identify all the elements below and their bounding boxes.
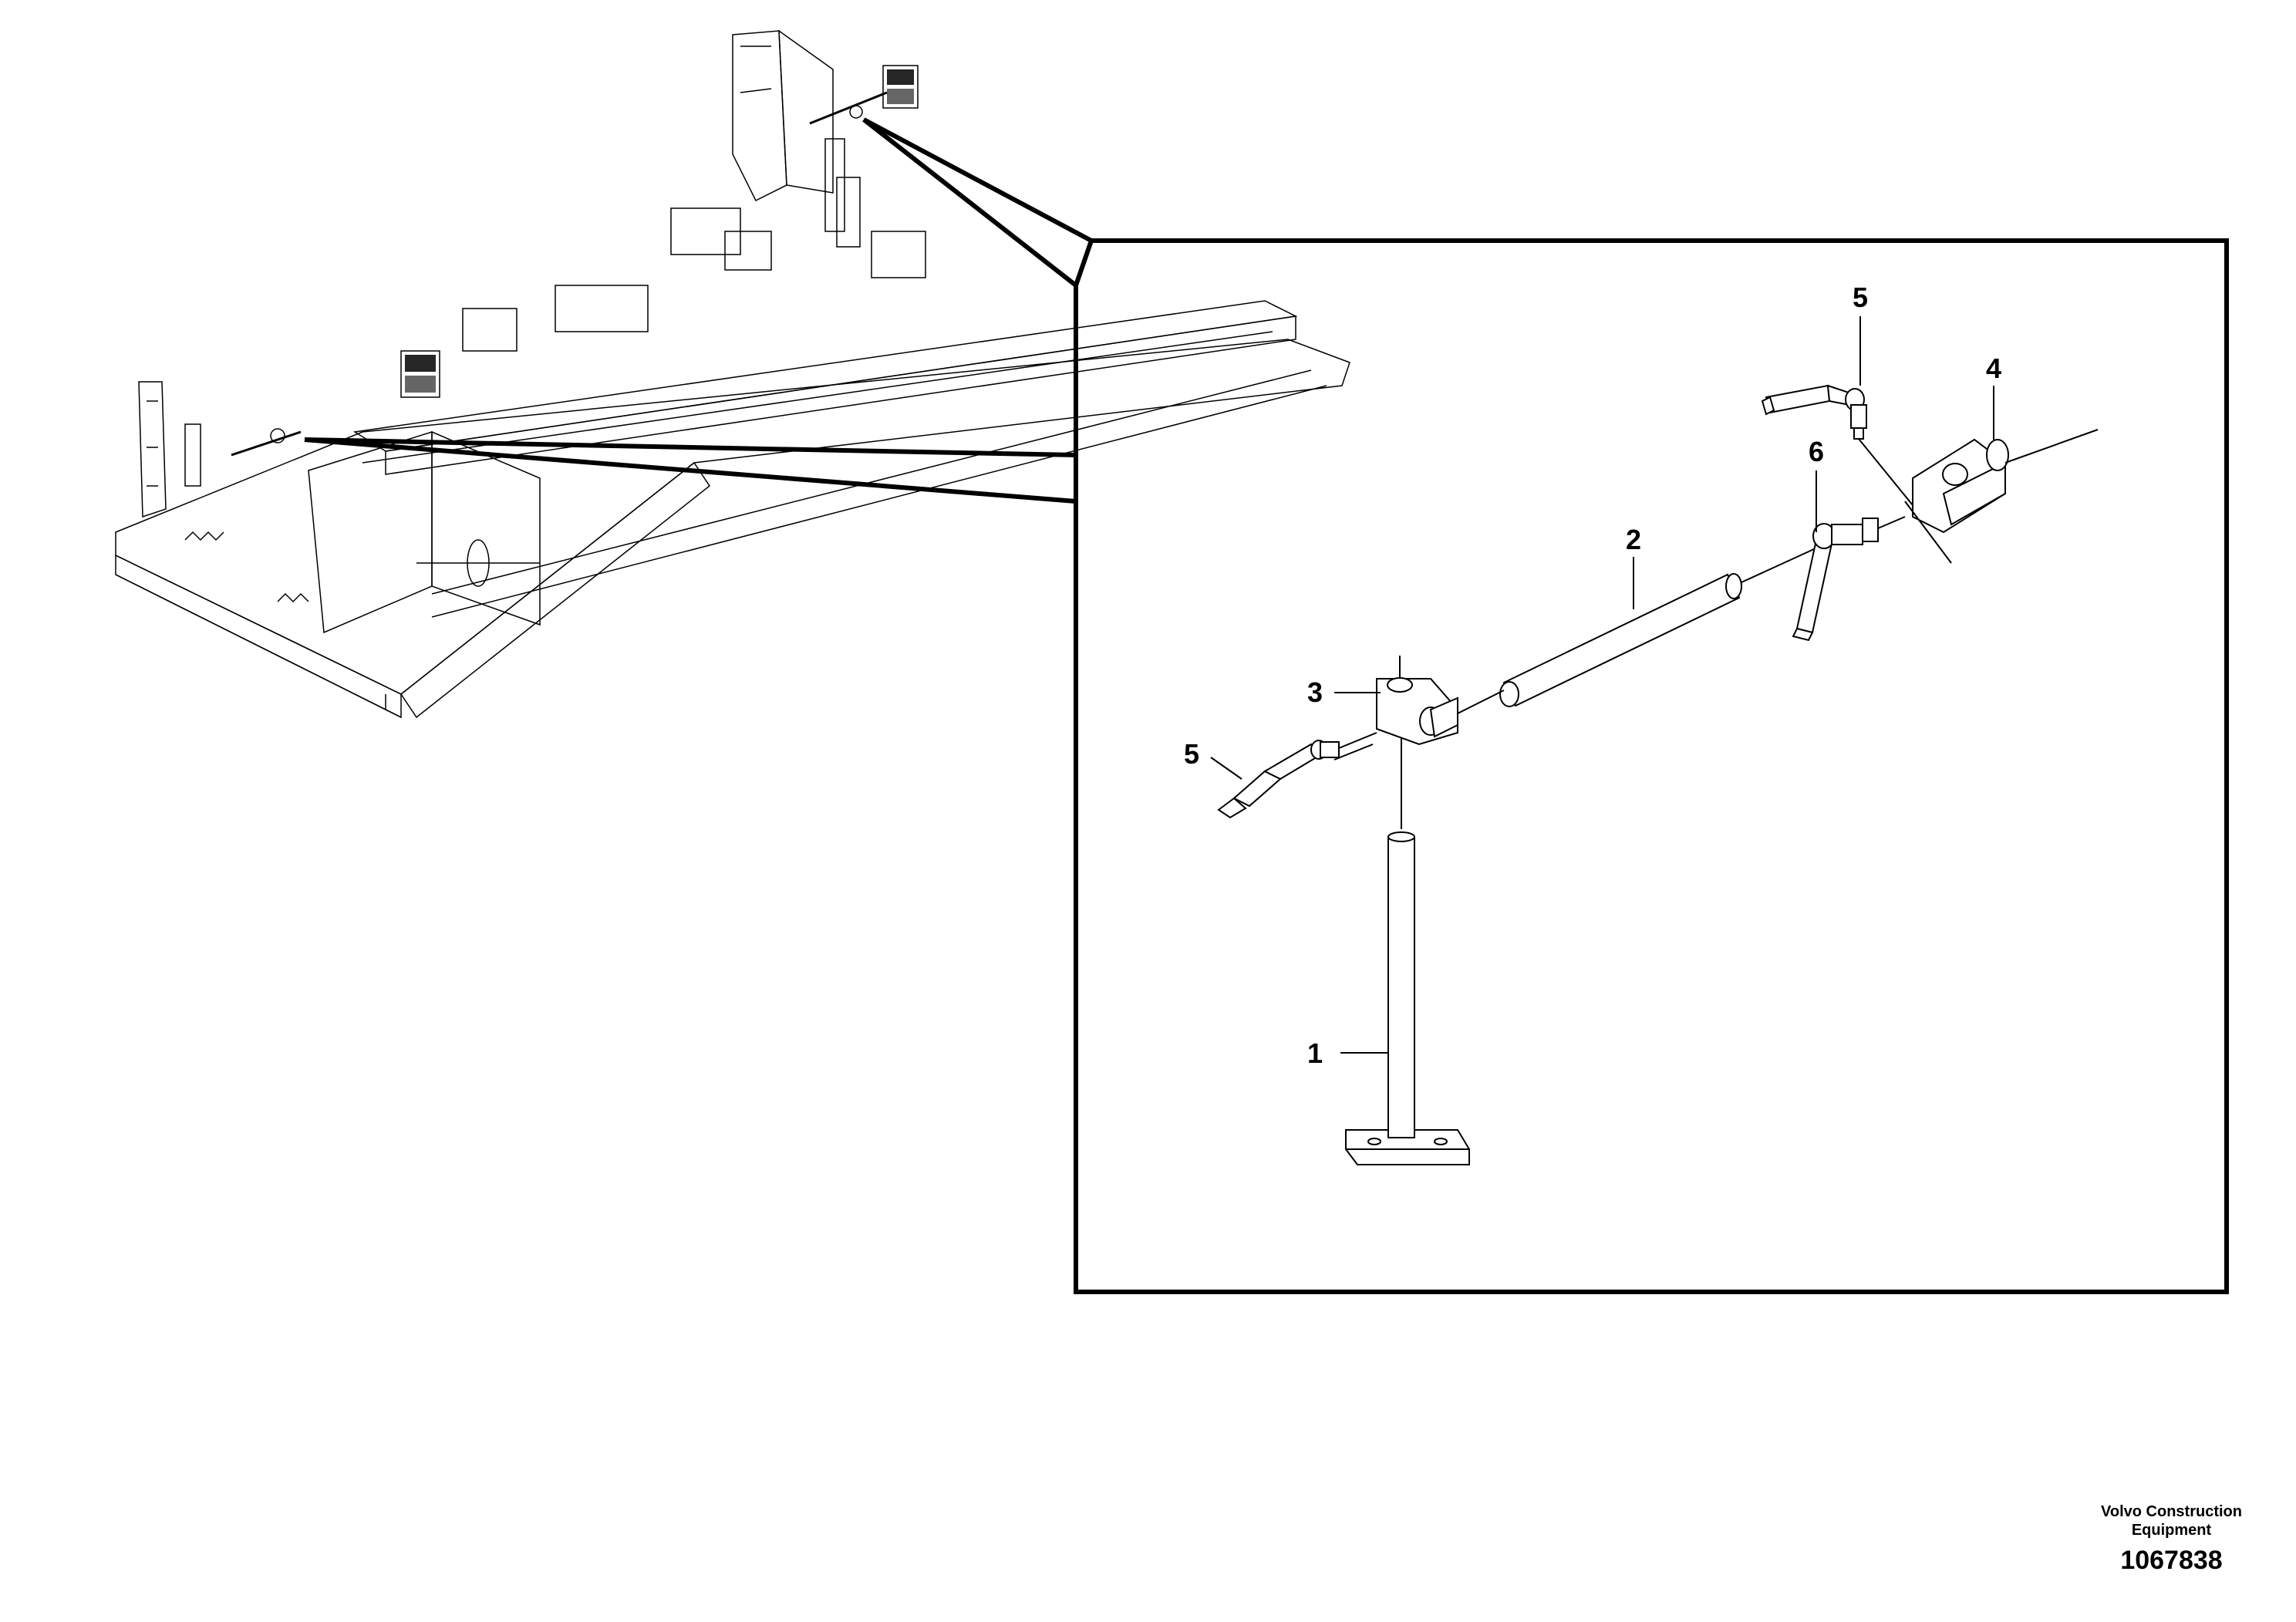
zoom-leaders — [304, 117, 1093, 504]
clamp-block-part — [1333, 656, 1458, 760]
company-name-line2: Equipment — [2131, 1522, 2212, 1539]
machine-overview — [115, 29, 1350, 719]
callout-1: 1 — [1307, 1037, 1323, 1069]
clamp-head-part — [1904, 429, 2099, 564]
callout-5-lower: 5 — [1184, 738, 1199, 770]
company-name-line1: Volvo Construction — [2101, 1503, 2242, 1520]
detail-frame — [1074, 238, 2229, 1294]
footer-credit: Volvo Construction Equipment 1067838 — [2101, 1502, 2242, 1576]
tube-part — [1457, 531, 1852, 714]
callout-2: 2 — [1626, 524, 1641, 555]
post-part — [1345, 725, 1470, 1165]
callout-5-upper: 5 — [1853, 282, 1868, 313]
lever-handle-6-part — [1792, 516, 1906, 642]
lever-handle-left-part — [1217, 732, 1377, 819]
callout-3: 3 — [1307, 676, 1323, 708]
callout-4: 4 — [1986, 352, 2001, 384]
callout-leaders — [1210, 316, 1994, 1054]
callout-6: 6 — [1809, 436, 1824, 467]
document-number: 1067838 — [2120, 1546, 2223, 1575]
lever-handle-top-part — [1761, 384, 1913, 506]
